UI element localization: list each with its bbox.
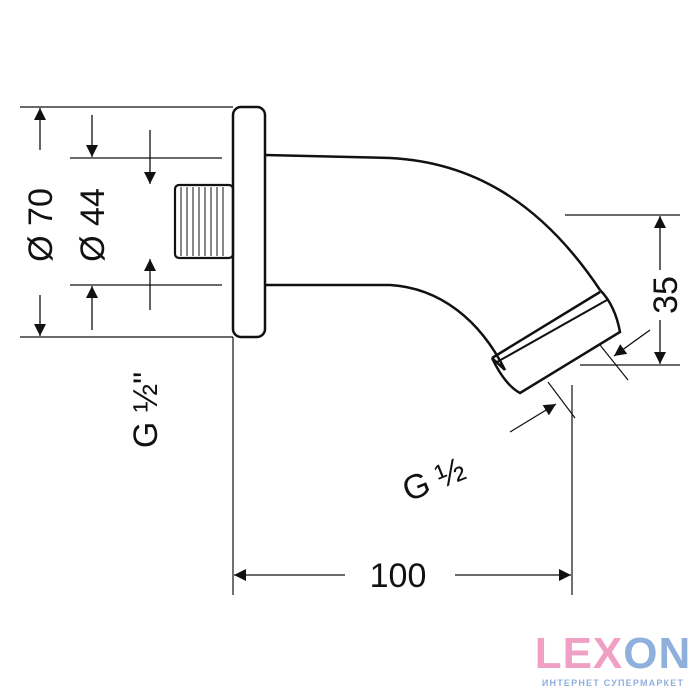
inlet-thread-label: G ½" (127, 372, 165, 448)
length-label: 100 (370, 557, 427, 595)
dimension-arrows (34, 108, 666, 581)
connector-diameter-label: Ø 44 (74, 188, 112, 262)
flange-diameter-label: Ø 70 (22, 188, 60, 262)
shower-arm (264, 153, 602, 371)
logo-tagline: ИНТЕРНЕТ СУПЕРМАРКЕТ (541, 678, 685, 688)
logo-wordmark: LEXON (533, 632, 693, 676)
shower-head-seam (496, 299, 608, 363)
lexon-logo: LEXON ИНТЕРНЕТ СУПЕРМАРКЕТ (533, 632, 693, 689)
shower-head (490, 289, 622, 395)
outlet-thread-label: G ½ (397, 450, 471, 509)
logo-brand-part1: LEX (534, 629, 624, 678)
threaded-nipple (173, 183, 235, 260)
wall-flange (231, 105, 267, 339)
head-size-label: 35 (647, 276, 685, 314)
logo-brand-part2: ON (623, 629, 692, 678)
extension-lines (20, 106, 680, 595)
